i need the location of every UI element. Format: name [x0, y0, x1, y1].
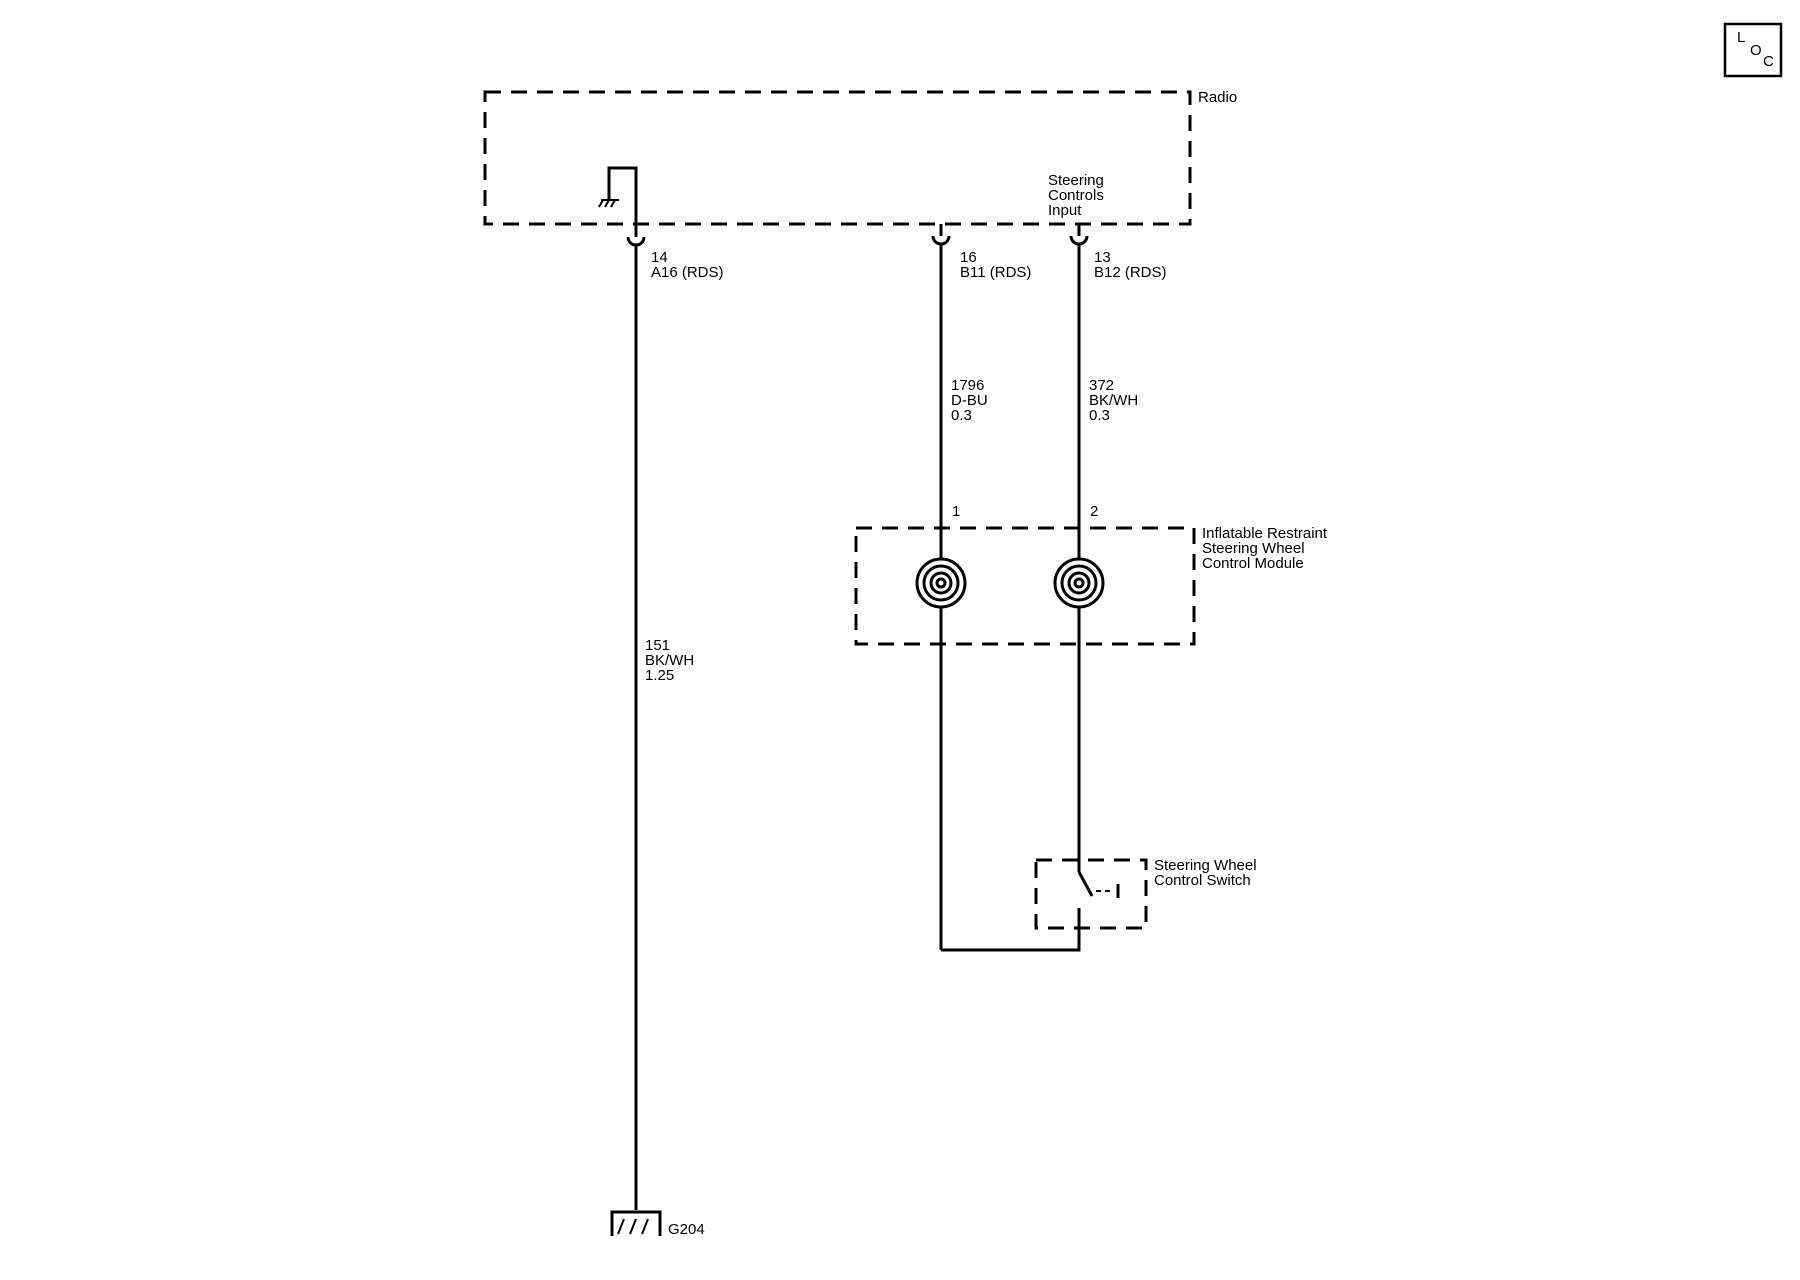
connector-b12[interactable]: 13 B12 (RDS)	[1069, 224, 1167, 281]
wire-1796-color: D-BU	[951, 392, 988, 409]
switch-label-1: Steering Wheel	[1154, 857, 1257, 874]
ground-wire-circuit: 151	[645, 637, 670, 654]
b12-pin-number: 13	[1094, 249, 1111, 266]
switch-box	[1034, 858, 1148, 930]
ground-label: G204	[668, 1221, 705, 1238]
ground-wire-color: BK/WH	[645, 652, 694, 669]
wire-1796-circuit: 1796	[951, 377, 984, 394]
switch-label-2: Control Switch	[1154, 872, 1251, 889]
wire-372-circuit: 372	[1089, 377, 1114, 394]
switch-return-wire[interactable]	[941, 908, 1081, 952]
loc-icon[interactable]: L O C	[1723, 22, 1783, 78]
steering-wheel-control-switch[interactable]: Steering Wheel Control Switch	[1034, 857, 1257, 930]
loc-letter-o: O	[1750, 42, 1762, 59]
radio-box	[483, 90, 1192, 226]
module-pin-1: 1	[952, 503, 960, 520]
switch-contact-icon	[1077, 871, 1094, 897]
steering-input-label-3: Input	[1048, 202, 1082, 219]
wire-372-color: BK/WH	[1089, 392, 1138, 409]
ground-wire-gauge: 1.25	[645, 667, 674, 684]
module-box	[854, 526, 1196, 646]
steering-input-label-1: Steering	[1048, 172, 1104, 189]
wire-1796[interactable]: 1796 D-BU 0.3	[939, 245, 988, 950]
b12-pin-cavity: B12 (RDS)	[1094, 264, 1167, 281]
clockspring-coil-2-icon	[1053, 557, 1105, 609]
module-label-1: Inflatable Restraint	[1202, 525, 1328, 542]
connector-ground[interactable]: 14 A16 (RDS)	[626, 224, 724, 281]
b11-pin-cavity: B11 (RDS)	[960, 264, 1031, 281]
module-label-2: Steering Wheel	[1202, 540, 1305, 557]
wire-372[interactable]: 372 BK/WH 0.3	[1077, 245, 1138, 872]
ground-g204-icon[interactable]: G204	[610, 1210, 705, 1238]
ground-pin-cavity: A16 (RDS)	[651, 264, 724, 281]
internal-ground-icon	[598, 166, 638, 224]
wire-1796-gauge: 0.3	[951, 407, 972, 424]
module-pin-2: 2	[1090, 503, 1098, 520]
loc-letter-l: L	[1737, 29, 1745, 46]
ground-pin-number: 14	[651, 249, 668, 266]
radio-label: Radio	[1198, 89, 1237, 106]
clockspring-coil-1-icon	[915, 557, 967, 609]
connector-b11[interactable]: 16 B11 (RDS)	[931, 224, 1031, 281]
inflatable-restraint-module: 1 2 Inflatable Restraint Steering Wheel …	[854, 503, 1328, 646]
b11-pin-number: 16	[960, 249, 977, 266]
radio-module: Radio Steering Controls Input	[483, 89, 1237, 226]
wire-372-gauge: 0.3	[1089, 407, 1110, 424]
steering-input-label-2: Controls	[1048, 187, 1104, 204]
loc-letter-c: C	[1763, 53, 1774, 70]
module-label-3: Control Module	[1202, 555, 1304, 572]
ground-wire[interactable]: 151 BK/WH 1.25	[634, 245, 694, 1210]
